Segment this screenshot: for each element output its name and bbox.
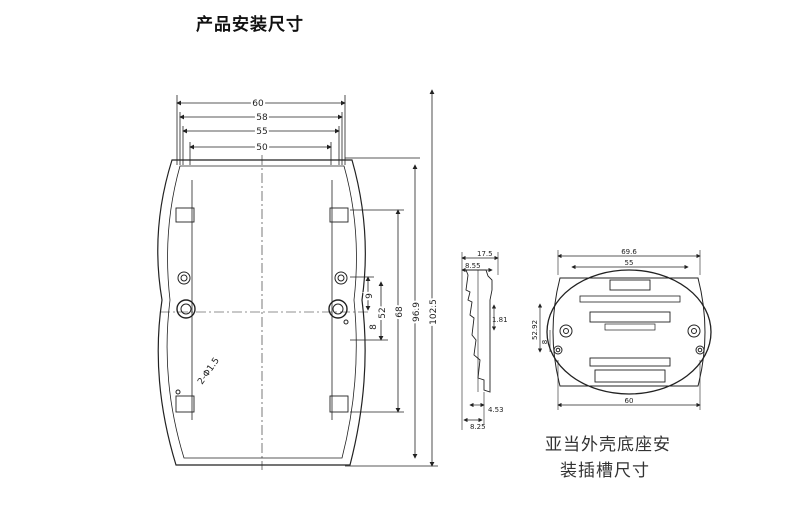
dim-side-4-53: 4.53 [488, 406, 504, 414]
side-view [461, 252, 499, 430]
height-dimension-lines [345, 89, 438, 467]
mount-hole [176, 299, 196, 319]
dim-height-96-9: 96.9 [412, 302, 422, 322]
front-view [157, 89, 438, 470]
page-title: 产品安装尺寸 [196, 15, 304, 35]
mount-hole [334, 271, 348, 285]
mount-hole [328, 299, 348, 319]
dim-small-8: 8 [369, 324, 379, 330]
dim-base-52-92: 52.92 [531, 320, 539, 340]
dim-height-52: 52 [378, 307, 388, 318]
dim-height-9: 9 [365, 293, 375, 299]
dim-width-60: 60 [252, 99, 264, 109]
base-outline [546, 269, 712, 395]
dim-width-58: 58 [256, 113, 268, 123]
dim-width-55: 55 [256, 127, 267, 137]
dim-height-68: 68 [395, 306, 405, 318]
dim-width-50: 50 [256, 143, 268, 153]
housing-outline [157, 159, 366, 466]
dim-base-8: 8 [541, 340, 549, 344]
caption-line-2: 装插槽尺寸 [560, 461, 650, 481]
dim-base-69-6: 69.6 [621, 248, 637, 256]
mount-hole [177, 271, 191, 285]
dim-side-8-25: 8.25 [470, 423, 486, 431]
dim-base-60: 60 [625, 397, 634, 405]
dim-side-8-55: 8.55 [465, 262, 481, 270]
dim-side-17-5: 17.5 [477, 250, 493, 258]
hole-diameter-label: 2-Φ1.5 [196, 356, 222, 387]
dim-height-102-5: 102.5 [429, 299, 439, 325]
dim-base-55: 55 [625, 259, 634, 267]
caption-line-1: 亚当外壳底座安 [545, 435, 671, 455]
dim-side-1-81: 1.81 [492, 316, 508, 324]
base-view [537, 250, 712, 410]
width-dimension-lines [176, 95, 346, 165]
